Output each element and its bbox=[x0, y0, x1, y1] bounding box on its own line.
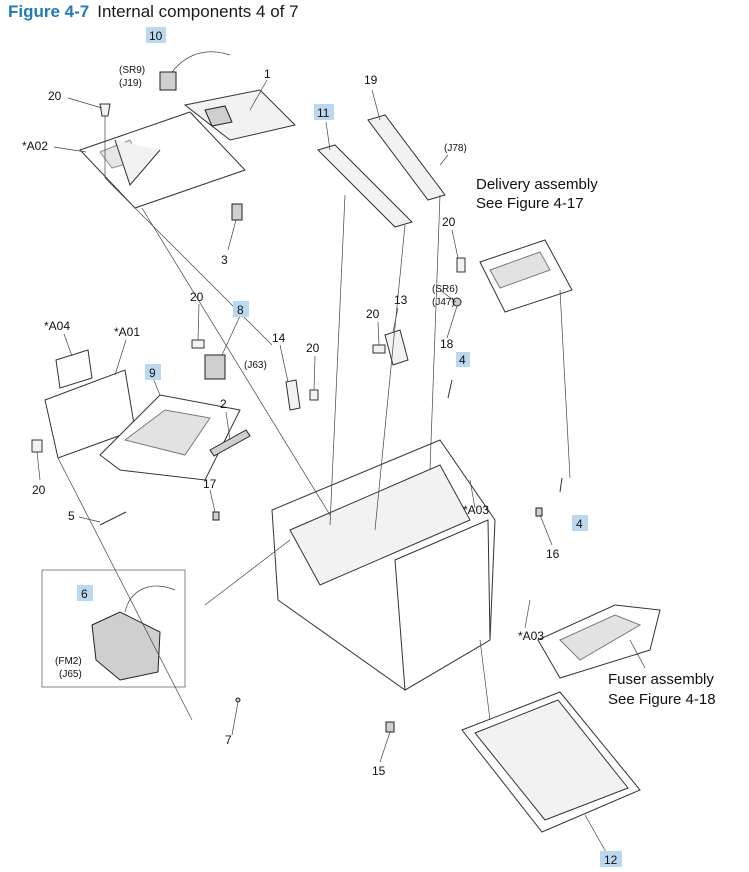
leader-lines bbox=[36, 79, 646, 853]
callout-10: 10 bbox=[149, 29, 163, 43]
callout-1: 1 bbox=[264, 67, 271, 81]
callout-6-highlight bbox=[77, 585, 93, 601]
part-10-sensor bbox=[159, 51, 231, 91]
callout-12: 12 bbox=[604, 853, 618, 867]
callout-20-e: 20 bbox=[190, 290, 204, 304]
part-a02-plate bbox=[79, 103, 246, 209]
callout-sr6: (SR6) bbox=[432, 284, 458, 295]
callout-2: 2 bbox=[220, 397, 227, 411]
part-12-belt bbox=[461, 691, 641, 833]
part-7 bbox=[235, 697, 241, 703]
part-1 bbox=[183, 89, 296, 141]
callout-20-c: 20 bbox=[366, 307, 380, 321]
part-fuser-assembly bbox=[537, 604, 661, 679]
callout-sr9: (SR9) bbox=[119, 65, 145, 76]
callout-3: 3 bbox=[221, 253, 228, 267]
part-13 bbox=[372, 329, 409, 366]
callout-a04: *A04 bbox=[44, 319, 70, 333]
part-6-fan-box bbox=[41, 569, 186, 688]
callout-j47: (J47) bbox=[432, 297, 455, 308]
delivery-label-1: Delivery assembly bbox=[476, 176, 598, 193]
callout-19: 19 bbox=[364, 73, 378, 87]
callout-11: 11 bbox=[317, 106, 330, 120]
callout-j65: (J65) bbox=[59, 669, 82, 680]
part-5-shaft bbox=[99, 511, 127, 526]
figure-title: Internal components 4 of 7 bbox=[97, 2, 299, 21]
figure-number: Figure 4-7 bbox=[8, 2, 90, 21]
callout-16: 16 bbox=[546, 547, 560, 561]
callout-14: 14 bbox=[272, 331, 286, 345]
part-2 bbox=[209, 429, 251, 457]
callout-fm2: (FM2) bbox=[55, 656, 82, 667]
callout-a01: *A01 bbox=[114, 325, 140, 339]
part-14 bbox=[285, 379, 319, 411]
callout-7: 7 bbox=[225, 733, 232, 747]
fuser-label-1: Fuser assembly bbox=[608, 671, 714, 688]
callout-4-b-highlight bbox=[572, 515, 588, 531]
part-a04-a01-panels bbox=[31, 349, 136, 459]
part-19-rail bbox=[367, 114, 446, 201]
callout-j63: (J63) bbox=[244, 360, 267, 371]
callout-12-highlight bbox=[600, 851, 622, 867]
part-delivery-assembly bbox=[452, 239, 573, 313]
part-main-chassis bbox=[271, 439, 496, 691]
part-16 bbox=[535, 507, 543, 517]
callout-8-highlight bbox=[233, 301, 249, 317]
callout-20-f: 20 bbox=[32, 483, 46, 497]
part-3 bbox=[231, 203, 243, 221]
callout-j19: (J19) bbox=[119, 78, 142, 89]
callout-j78: (J78) bbox=[444, 143, 467, 154]
callout-13: 13 bbox=[394, 293, 408, 307]
callout-11-highlight bbox=[314, 104, 334, 120]
callout-8: 8 bbox=[237, 303, 244, 317]
part-17 bbox=[212, 511, 220, 521]
callout-20-d: 20 bbox=[306, 341, 320, 355]
callout-18: 18 bbox=[440, 337, 454, 351]
part-8-sensor bbox=[191, 339, 226, 380]
callout-9-highlight bbox=[145, 364, 161, 380]
callout-6: 6 bbox=[81, 587, 88, 601]
callout-10-highlight bbox=[146, 27, 166, 43]
callout-5: 5 bbox=[68, 509, 75, 523]
callout-a03-b: *A03 bbox=[518, 629, 544, 643]
callout-4-a: 4 bbox=[459, 353, 466, 367]
callout-15: 15 bbox=[372, 764, 386, 778]
callout-a02: *A02 bbox=[22, 139, 48, 153]
figure-header: Figure 4-7 Internal components 4 of 7 bbox=[8, 2, 299, 22]
callout-4-b: 4 bbox=[576, 517, 583, 531]
callout-a03-a: *A03 bbox=[463, 503, 489, 517]
callout-20-b: 20 bbox=[442, 215, 456, 229]
part-4-pins bbox=[447, 379, 563, 493]
part-9-scanner-unit bbox=[99, 394, 241, 481]
delivery-label-2: See Figure 4-17 bbox=[476, 195, 584, 212]
fuser-label-2: See Figure 4-18 bbox=[608, 691, 716, 708]
part-15 bbox=[385, 721, 395, 733]
callout-9: 9 bbox=[149, 366, 156, 380]
callout-17: 17 bbox=[203, 477, 217, 491]
callout-4-a-highlight bbox=[456, 352, 470, 367]
callout-20-a: 20 bbox=[48, 89, 62, 103]
